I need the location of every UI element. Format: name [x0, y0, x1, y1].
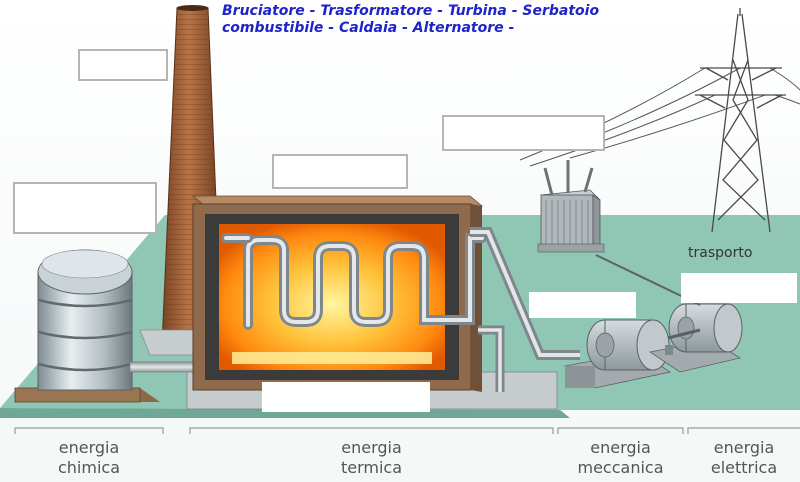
energy-label-termica-line-2: termica: [340, 458, 403, 477]
steam-pipes: [470, 227, 580, 392]
alternator: [648, 303, 743, 373]
answer-box-turbine[interactable]: [529, 292, 636, 318]
energy-label-termica: energia termica: [190, 438, 553, 478]
answer-box-alternator[interactable]: [681, 273, 797, 303]
energy-label-termica-line-1: energia: [341, 438, 402, 457]
answer-box-fuel-tank[interactable]: [13, 182, 157, 234]
energy-label-meccanica-line-1: energia: [590, 438, 651, 457]
word-bank-line-1: Bruciatore - Trasformatore - Turbina - S…: [222, 3, 600, 19]
trasporto-label: trasporto: [688, 245, 753, 261]
energy-label-elettrica-line-1: energia: [713, 438, 775, 457]
word-bank-line-2: combustibile - Caldaia - Alternatore -: [222, 20, 515, 36]
answer-box-transformer[interactable]: [442, 115, 605, 151]
transformer: [537, 160, 605, 253]
energy-label-elettrica-line-2: elettrica: [710, 458, 778, 477]
energy-label-chimica: energia chimica: [15, 438, 163, 478]
answer-box-chimney[interactable]: [78, 49, 168, 81]
electricity-pylon: [695, 8, 786, 233]
fuel-tank: [14, 249, 160, 403]
turbine: [564, 319, 672, 389]
answer-box-burner[interactable]: [262, 382, 430, 412]
energy-label-chimica-line-1: energia: [58, 438, 120, 457]
section-brackets: [14, 427, 800, 434]
answer-box-boiler[interactable]: [272, 154, 408, 189]
energy-label-meccanica-line-2: meccanica: [577, 458, 664, 477]
energy-label-meccanica: energia meccanica: [558, 438, 683, 478]
boiler-coil: [221, 233, 487, 330]
energy-label-elettrica: energia elettrica: [688, 438, 800, 478]
word-bank: Bruciatore - Trasformatore - Turbina - S…: [222, 3, 642, 37]
energy-label-chimica-line-2: chimica: [57, 458, 120, 477]
